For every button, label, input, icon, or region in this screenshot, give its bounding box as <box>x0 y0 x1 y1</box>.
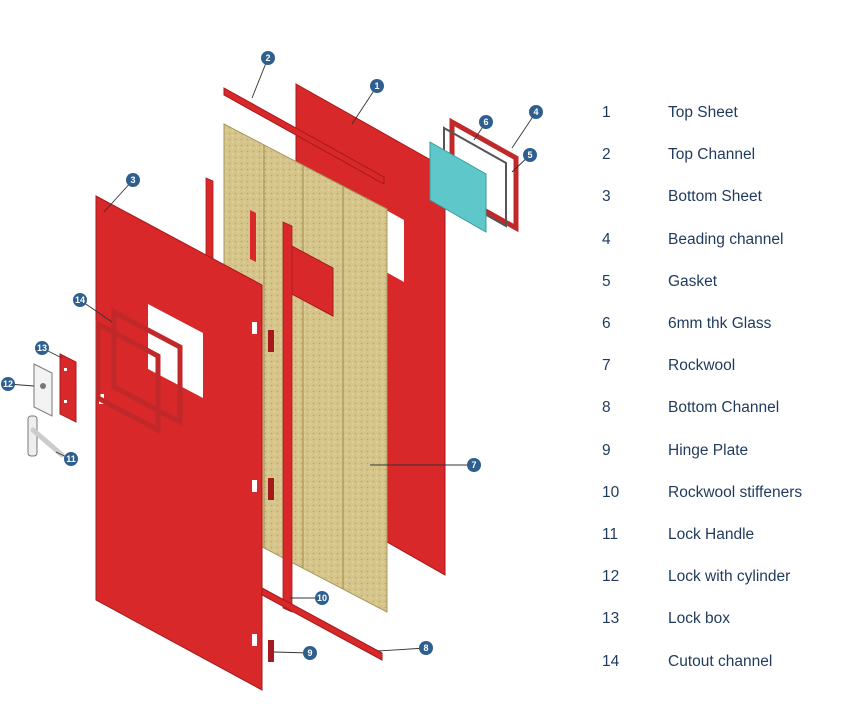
callout-3: 3 <box>126 173 140 187</box>
lock-with-cylinder <box>33 363 53 417</box>
callout-9: 9 <box>303 646 317 660</box>
cutout-channel <box>95 307 183 435</box>
legend-number: 13 <box>602 610 620 628</box>
legend-row: 14 Cutout channel <box>600 640 850 682</box>
lock-handle <box>27 415 65 458</box>
legend-number: 9 <box>602 441 611 459</box>
legend-number: 14 <box>602 652 620 670</box>
legend-label: Top Sheet <box>668 104 738 122</box>
svg-text:11: 11 <box>66 454 76 464</box>
legend-row: 9 Hinge Plate <box>600 430 850 472</box>
legend-number: 11 <box>602 525 619 543</box>
legend-label: Lock with cylinder <box>668 568 791 586</box>
legend-row: 3 Bottom Sheet <box>600 176 850 218</box>
callout-markers: 1 2 3 4 5 6 7 8 9 10 11 12 13 14 <box>1 51 543 660</box>
callout-2: 2 <box>261 51 275 65</box>
legend-label: 6mm thk Glass <box>668 315 772 333</box>
legend-row: 11 Lock Handle <box>600 514 850 556</box>
legend-label: Lock Handle <box>668 525 755 543</box>
hinge-plate <box>268 640 274 662</box>
svg-text:12: 12 <box>3 379 13 389</box>
svg-text:14: 14 <box>75 295 85 305</box>
svg-text:10: 10 <box>317 593 327 603</box>
lock-box <box>59 353 77 423</box>
callout-10: 10 <box>315 591 329 605</box>
legend-label: Lock box <box>668 610 731 628</box>
callout-6: 6 <box>479 115 493 129</box>
bottom-sheet <box>95 195 263 691</box>
legend-label: Rockwool <box>668 357 736 375</box>
legend-number: 8 <box>602 399 611 417</box>
glass-assembly <box>429 117 519 233</box>
legend-number: 3 <box>602 188 611 206</box>
legend-number: 12 <box>602 568 620 586</box>
svg-text:7: 7 <box>471 460 476 470</box>
legend-label: Beading channel <box>668 230 784 248</box>
top-channel <box>223 87 385 185</box>
svg-text:6: 6 <box>483 117 488 127</box>
leader-lines <box>7 57 537 654</box>
svg-text:13: 13 <box>37 343 47 353</box>
legend-number: 5 <box>602 272 611 290</box>
svg-text:2: 2 <box>265 53 270 63</box>
legend-number: 1 <box>602 104 611 122</box>
callout-7: 7 <box>467 458 481 472</box>
legend-number: 2 <box>602 146 611 164</box>
callout-4: 4 <box>529 105 543 119</box>
callout-13: 13 <box>35 341 49 355</box>
legend-label: Hinge Plate <box>668 441 749 459</box>
callout-5: 5 <box>523 148 537 162</box>
legend-label: Top Channel <box>668 146 756 164</box>
svg-text:8: 8 <box>423 643 428 653</box>
callout-11: 11 <box>64 452 78 466</box>
legend-number: 7 <box>602 357 611 375</box>
callout-12: 12 <box>1 377 15 391</box>
legend-row: 12 Lock with cylinder <box>600 556 850 598</box>
svg-text:3: 3 <box>130 175 135 185</box>
callout-8: 8 <box>419 641 433 655</box>
bottom-channel <box>261 587 383 661</box>
legend-row: 8 Bottom Channel <box>600 387 850 429</box>
legend-row: 4 Beading channel <box>600 219 850 261</box>
svg-text:5: 5 <box>527 150 532 160</box>
legend-number: 10 <box>602 483 620 501</box>
rockwool-stiffeners <box>205 177 293 613</box>
legend-row: 6 6mm thk Glass <box>600 303 850 345</box>
legend-label: Gasket <box>668 272 718 290</box>
legend-row: 5 Gasket <box>600 261 850 303</box>
legend-label: Cutout channel <box>668 652 773 670</box>
legend-row: 7 Rockwool <box>600 345 850 387</box>
legend-row: 1 Top Sheet <box>600 92 850 134</box>
rockwool-core <box>223 123 388 613</box>
svg-text:4: 4 <box>533 107 538 117</box>
legend-row: 13 Lock box <box>600 598 850 640</box>
legend-row: 10 Rockwool stiffeners <box>600 472 850 514</box>
legend-number: 4 <box>602 230 611 248</box>
legend-label: Bottom Channel <box>668 399 780 417</box>
svg-text:1: 1 <box>374 81 379 91</box>
callout-1: 1 <box>370 79 384 93</box>
legend-row: 2 Top Channel <box>600 134 850 176</box>
door-exploded-diagram: 1 2 3 4 5 6 7 8 9 10 11 12 13 14 <box>1 51 543 691</box>
legend-number: 6 <box>602 315 611 333</box>
callout-14: 14 <box>73 293 87 307</box>
legend-label: Rockwool stiffeners <box>668 483 803 501</box>
legend-label: Bottom Sheet <box>668 188 762 206</box>
svg-text:9: 9 <box>307 648 312 658</box>
